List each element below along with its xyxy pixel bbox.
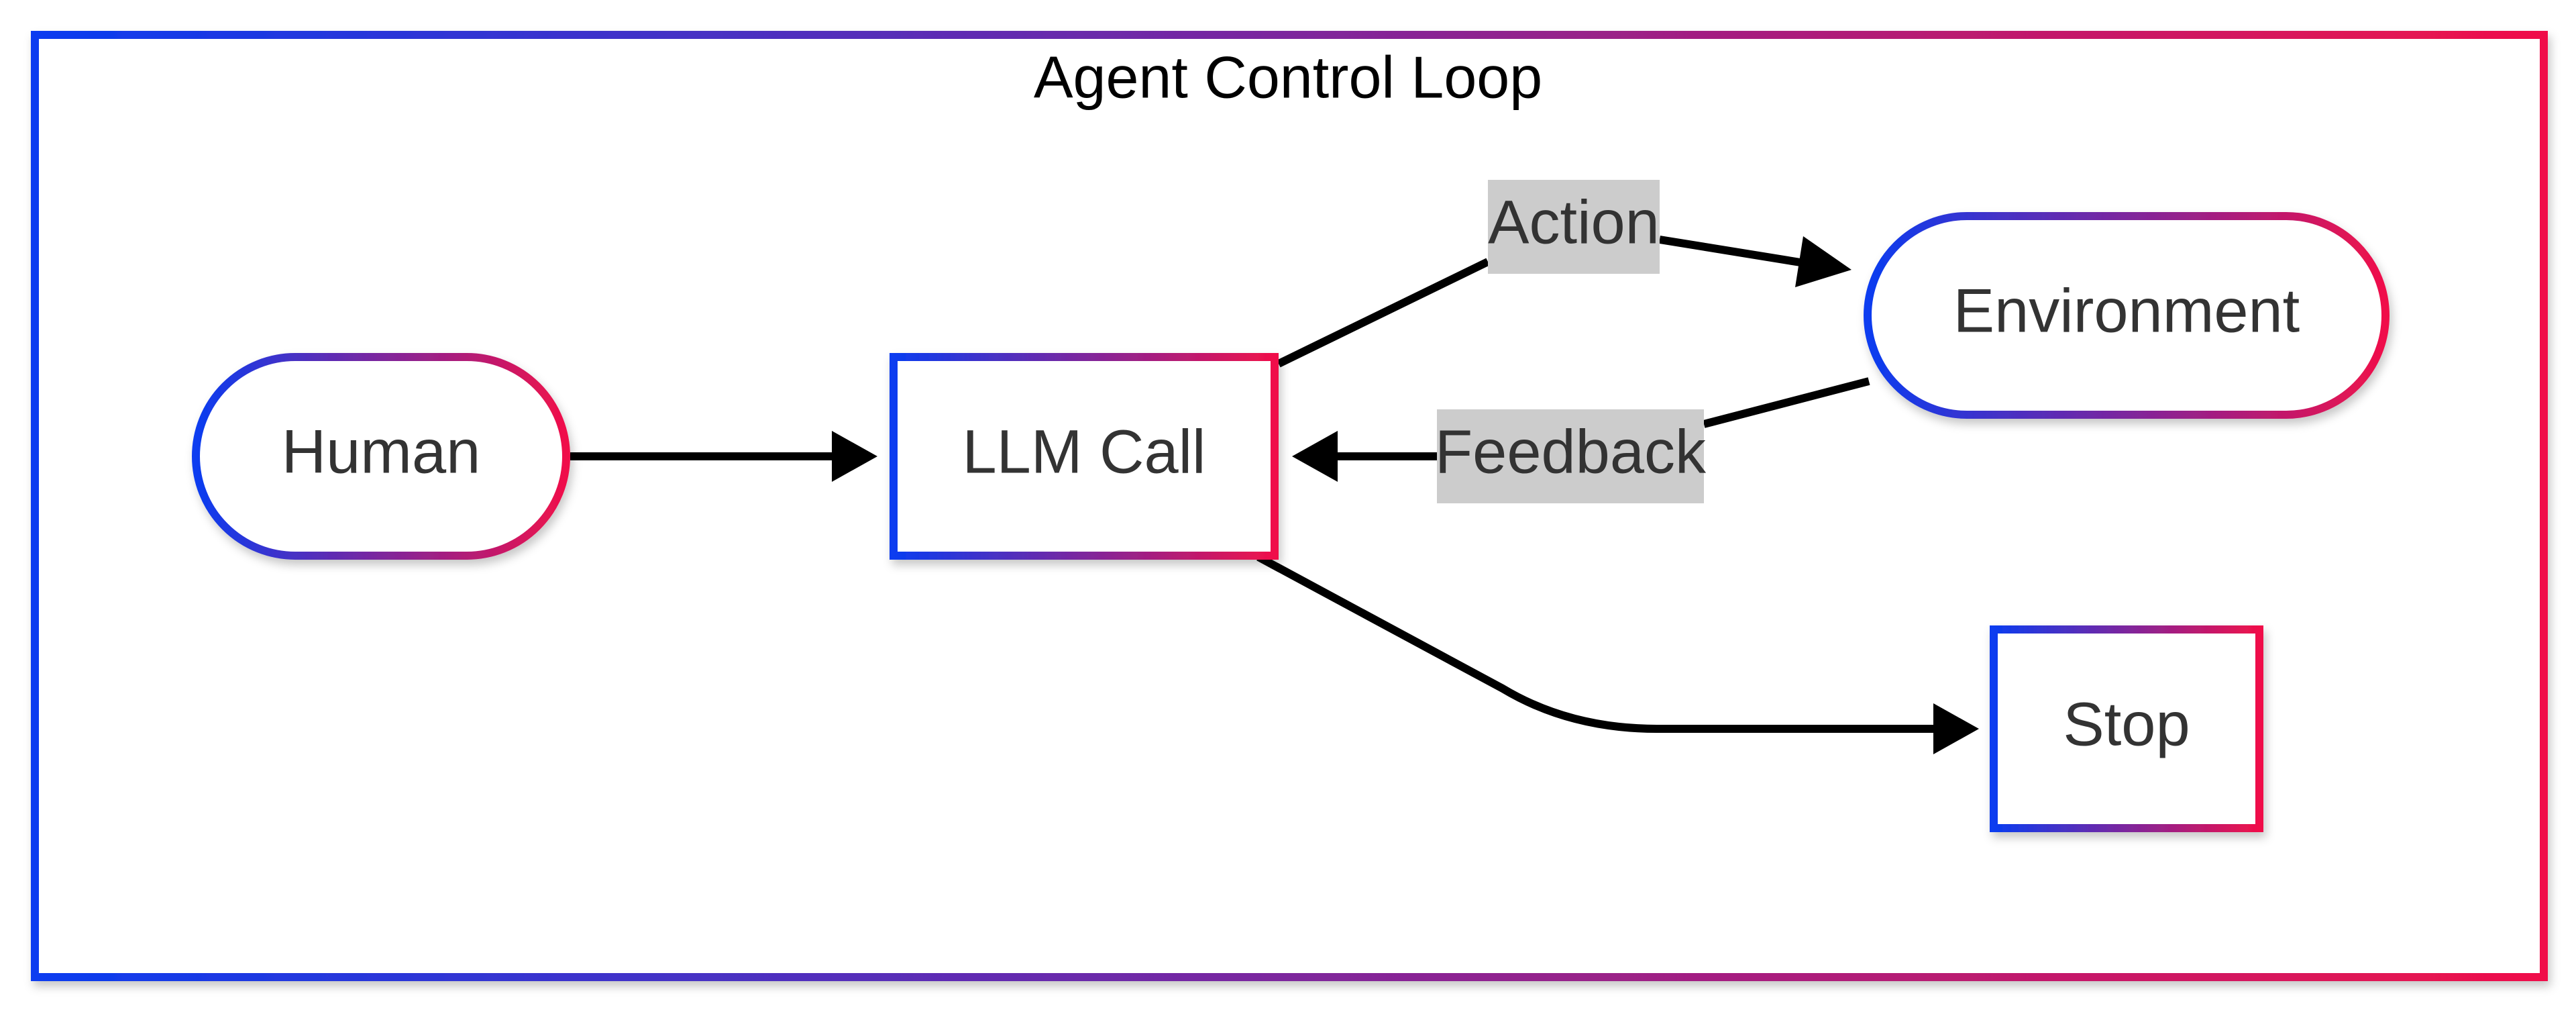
node-llm-call: LLM Call xyxy=(890,353,1279,560)
edge-environment-to-llm xyxy=(1332,377,1870,460)
node-llm-call-shape xyxy=(890,353,1279,560)
node-environment-shape xyxy=(1864,212,2390,419)
node-human: Human xyxy=(192,353,570,560)
edge-llm-to-environment xyxy=(1277,236,1805,368)
edge-label-action-bg xyxy=(1488,180,1660,274)
edge-label-feedback-bg xyxy=(1437,409,1704,503)
node-llm-call-label: LLM Call xyxy=(962,417,1205,486)
arrowhead-human-to-llm xyxy=(832,431,877,482)
node-stop: Stop xyxy=(1990,625,2263,832)
arrowhead-llm-to-stop xyxy=(1933,703,1979,754)
node-environment-label: Environment xyxy=(1953,276,2300,345)
edges xyxy=(570,236,1979,754)
node-human-shape xyxy=(192,353,570,560)
edge-label-feedback: Feedback xyxy=(1435,409,1707,503)
edge-llm-to-stop xyxy=(1256,553,1939,733)
node-stop-shape xyxy=(1990,625,2263,832)
diagram-title: Agent Control Loop xyxy=(1034,44,1542,110)
edge-label-action-text: Action xyxy=(1488,188,1660,256)
edge-label-feedback-text: Feedback xyxy=(1435,417,1707,486)
node-environment: Environment xyxy=(1864,212,2390,419)
arrowhead-llm-to-environment xyxy=(1795,236,1851,287)
edge-label-action: Action xyxy=(1488,180,1660,274)
arrowhead-environment-to-llm xyxy=(1292,431,1338,482)
node-human-label: Human xyxy=(282,417,481,486)
node-stop-label: Stop xyxy=(2063,690,2190,758)
